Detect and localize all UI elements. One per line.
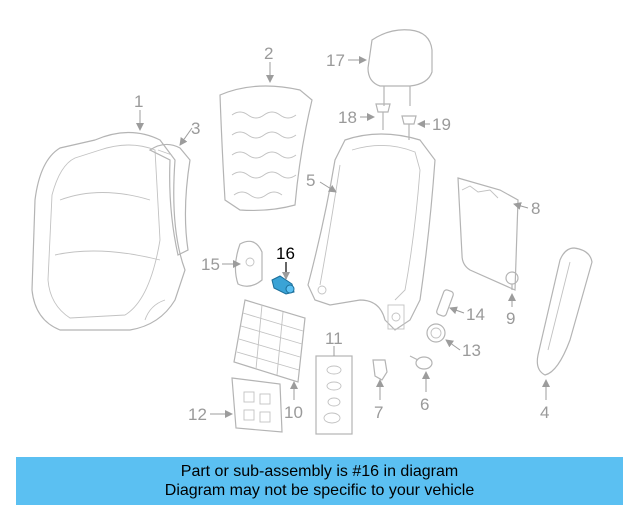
part-3-side-trim <box>148 143 191 256</box>
callout-9: 9 <box>506 309 515 328</box>
callout-1: 1 <box>134 92 143 111</box>
part-6-bolt <box>409 355 433 370</box>
callout-19: 19 <box>432 115 451 134</box>
callout-11: 11 <box>325 329 343 348</box>
callout-3: 3 <box>191 119 200 138</box>
callout-8: 8 <box>531 199 540 218</box>
callout-5: 5 <box>306 171 315 190</box>
callout-7: 7 <box>374 403 383 422</box>
part-17-headrest <box>367 29 433 106</box>
part-4-side-bolster <box>536 247 593 376</box>
part-18-guide <box>375 103 391 130</box>
part-8-panel <box>457 177 519 291</box>
leader-lines <box>136 56 550 418</box>
callout-13: 13 <box>462 341 481 360</box>
part-16-highlighted-screw <box>271 275 295 295</box>
callout-2: 2 <box>264 44 273 63</box>
callout-14: 14 <box>466 305 485 324</box>
callout-12: 12 <box>188 405 207 424</box>
part-5-back-frame <box>307 133 436 331</box>
callout-4: 4 <box>540 403 549 422</box>
banner-line-disclaimer: Diagram may not be specific to your vehi… <box>164 482 475 499</box>
info-banner: Part or sub-assembly is #16 in diagram D… <box>16 457 623 505</box>
part-2-back-pad <box>219 85 313 212</box>
callout-18: 18 <box>338 108 357 127</box>
callout-10: 10 <box>284 403 303 422</box>
part-7-clip <box>372 359 388 381</box>
callout-17: 17 <box>326 51 345 70</box>
part-11-hardware-kit <box>315 355 353 435</box>
callout-6: 6 <box>420 395 429 414</box>
callout-16-highlighted: 16 <box>276 244 295 263</box>
part-14-bracket <box>436 289 454 317</box>
part-9-clip <box>505 271 519 290</box>
callout-labels: 1 2 3 4 5 6 7 8 9 10 11 12 13 14 15 16 1… <box>134 44 549 424</box>
banner-line-part-number: Part or sub-assembly is #16 in diagram <box>180 463 459 480</box>
part-13-knob <box>426 323 446 343</box>
callout-15: 15 <box>201 255 220 274</box>
part-12-lumbar-mechanism <box>231 377 283 433</box>
part-10-lumbar-grid <box>233 299 306 383</box>
part-1-seatback-cover <box>31 131 186 331</box>
